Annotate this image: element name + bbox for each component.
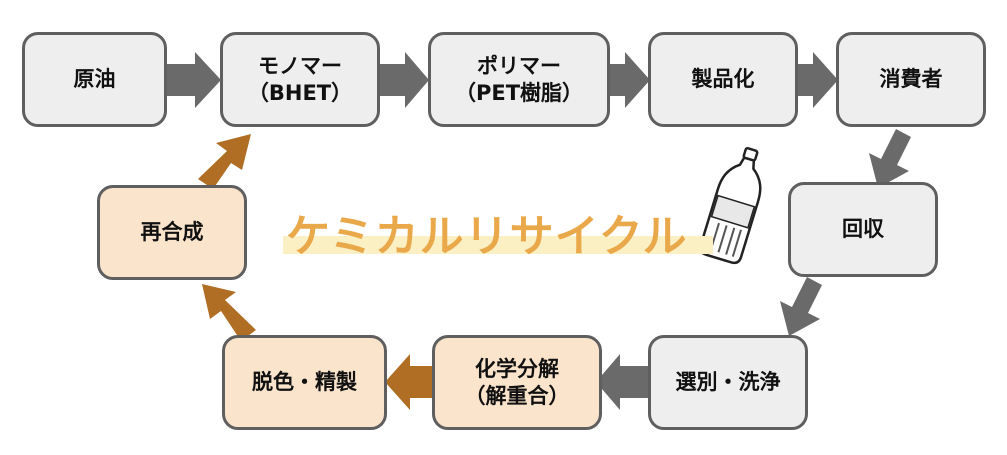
node-collection: 回収 xyxy=(788,182,938,277)
arrow-crude-to-monomer xyxy=(165,52,221,108)
arrow-monomer-to-polymer xyxy=(378,52,429,108)
arrow-sorting-to-depolymerization xyxy=(596,354,650,410)
arrow-resynthesis-to-monomer xyxy=(198,134,251,189)
arrow-product-to-consumer xyxy=(797,52,838,108)
title-highlight xyxy=(283,236,713,254)
arrow-collection-to-sorting xyxy=(780,277,822,336)
node-decolorization: 脱色・精製 xyxy=(222,335,387,430)
node-monomer: モノマー （BHET） xyxy=(220,32,380,127)
node-consumer: 消費者 xyxy=(836,32,986,127)
diagram-title: ケミカルリサイクル xyxy=(286,211,688,262)
arrow-decolorization-to-resynthesis xyxy=(202,284,256,341)
node-depolymerization: 化学分解 （解重合） xyxy=(432,335,602,430)
arrow-depolymerization-to-decolorization xyxy=(385,354,437,410)
arrow-consumer-to-collection xyxy=(869,129,911,188)
arrow-polymer-to-product xyxy=(608,52,650,108)
node-product: 製品化 xyxy=(648,32,798,127)
node-crude-oil: 原油 xyxy=(22,32,167,127)
node-resynthesis: 再合成 xyxy=(97,185,247,280)
node-polymer: ポリマー （PET樹脂） xyxy=(428,32,610,127)
plastic-bottle-icon xyxy=(699,147,762,265)
node-sorting: 選別・洗浄 xyxy=(648,335,808,430)
